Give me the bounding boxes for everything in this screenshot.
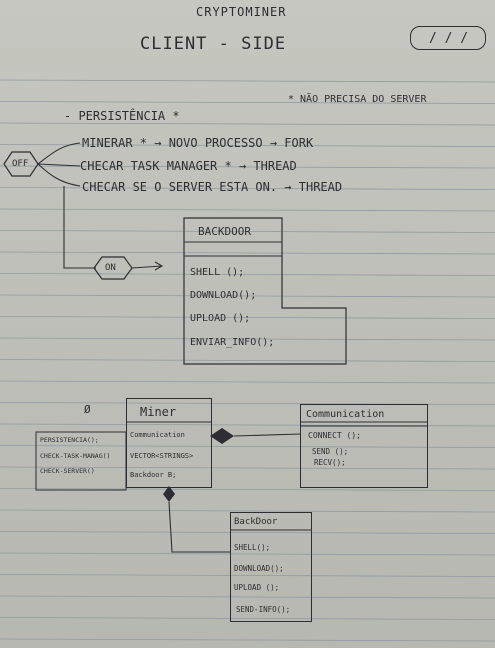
- communication-method: RECV();: [314, 458, 346, 467]
- miner-side-method: PERSISTENCIA();: [40, 436, 99, 444]
- off-connector-1: [37, 142, 81, 165]
- miner-side-method: CHECK-SERVER(): [40, 467, 95, 475]
- miner-attribute: Backdoor B;: [130, 471, 177, 479]
- backdoor-bottom-class-box: [230, 512, 312, 622]
- minerar-note: MINERAR * → NOVO PROCESSO → FORK: [82, 136, 314, 150]
- ruled-line: [0, 638, 495, 642]
- on-label: ON: [105, 263, 116, 273]
- off-connector-2: [37, 163, 81, 167]
- communication-title: Communication: [306, 409, 385, 420]
- off-label: OFF: [12, 159, 29, 169]
- miner-side-box: [35, 431, 127, 491]
- backdoor-top-outline: [183, 217, 347, 365]
- miner-side-method: CHECK-TASK-MANAG(): [40, 452, 111, 460]
- ruled-line: [0, 574, 495, 577]
- ruled-line: [0, 122, 495, 126]
- miner-backdoor-connector: [168, 501, 230, 553]
- composition-diamond-backdoor: [163, 486, 175, 502]
- ruled-line: [0, 144, 495, 147]
- subject-label: CRYPTOMINER: [196, 5, 287, 19]
- miner-attribute: Communication: [130, 431, 185, 439]
- backdoor-top-title-divider: [184, 241, 282, 257]
- ruled-line: [0, 165, 495, 169]
- backdoor-top-method: SHELL ();: [190, 267, 245, 278]
- ruled-line: [0, 445, 495, 448]
- ruled-line: [0, 466, 495, 470]
- backdoor-bottom-title: BackDoor: [234, 517, 278, 527]
- off-connector-3: [37, 163, 81, 187]
- ruled-line: [0, 187, 495, 190]
- miner-communication-connector: [233, 433, 301, 437]
- ruled-line: [0, 294, 495, 298]
- backdoor-bottom-method: UPLOAD ();: [234, 583, 280, 592]
- server-note: * NÃO PRECISA DO SERVER: [288, 94, 427, 105]
- ruled-line: [0, 531, 495, 534]
- ruled-line: [0, 595, 495, 599]
- ruled-line: [0, 359, 495, 362]
- checar-server-note: CHECAR SE O SERVER ESTA ON. → THREAD: [82, 180, 343, 194]
- ruled-line: [0, 380, 495, 384]
- ruled-line: [0, 316, 495, 319]
- communication-class-box: [300, 404, 428, 488]
- date-box-text: / / /: [429, 31, 469, 46]
- ruled-line: [0, 251, 495, 255]
- ruled-line: [0, 488, 495, 491]
- backdoor-bottom-method: SHELL();: [234, 543, 271, 552]
- miner-attribute: VECTOR<STRINGS>: [130, 452, 194, 460]
- ruled-line: [0, 208, 495, 212]
- checar-task-note: CHECAR TASK MANAGER * → THREAD: [80, 159, 297, 173]
- miner-title: Miner: [140, 405, 177, 419]
- miner-class-box: [126, 398, 212, 488]
- persistencia-note: - PERSISTÊNCIA *: [64, 109, 180, 123]
- ruled-line: [0, 509, 495, 513]
- composition-diamond-communication: [210, 428, 234, 444]
- ruled-line: [0, 230, 495, 233]
- on-to-backdoor-arrow: [131, 261, 164, 271]
- backdoor-top-title: BACKDOOR: [198, 225, 251, 238]
- backdoor-top-method: ENVIAR_INFO();: [190, 337, 275, 348]
- backdoor-top-method: UPLOAD ();: [190, 313, 251, 324]
- communication-method: CONNECT ();: [308, 431, 361, 440]
- ruled-line: [0, 273, 495, 276]
- ruled-line: [0, 337, 495, 341]
- backdoor-bottom-method: SEND-INFO();: [236, 605, 291, 614]
- communication-title-divider: [300, 421, 428, 427]
- communication-method: SEND ();: [312, 447, 349, 456]
- ruled-line: [0, 617, 495, 620]
- miner-marker: Ø: [84, 403, 91, 416]
- ruled-line: [0, 79, 495, 83]
- backdoor-top-method: DOWNLOAD();: [190, 290, 257, 301]
- backdoor-bottom-method: DOWNLOAD();: [234, 564, 284, 573]
- ruled-line: [0, 552, 495, 556]
- off-to-on-connector: [63, 186, 96, 269]
- ruled-line: [0, 101, 495, 104]
- page-title: CLIENT - SIDE: [140, 34, 287, 54]
- date-box: / / /: [410, 26, 486, 50]
